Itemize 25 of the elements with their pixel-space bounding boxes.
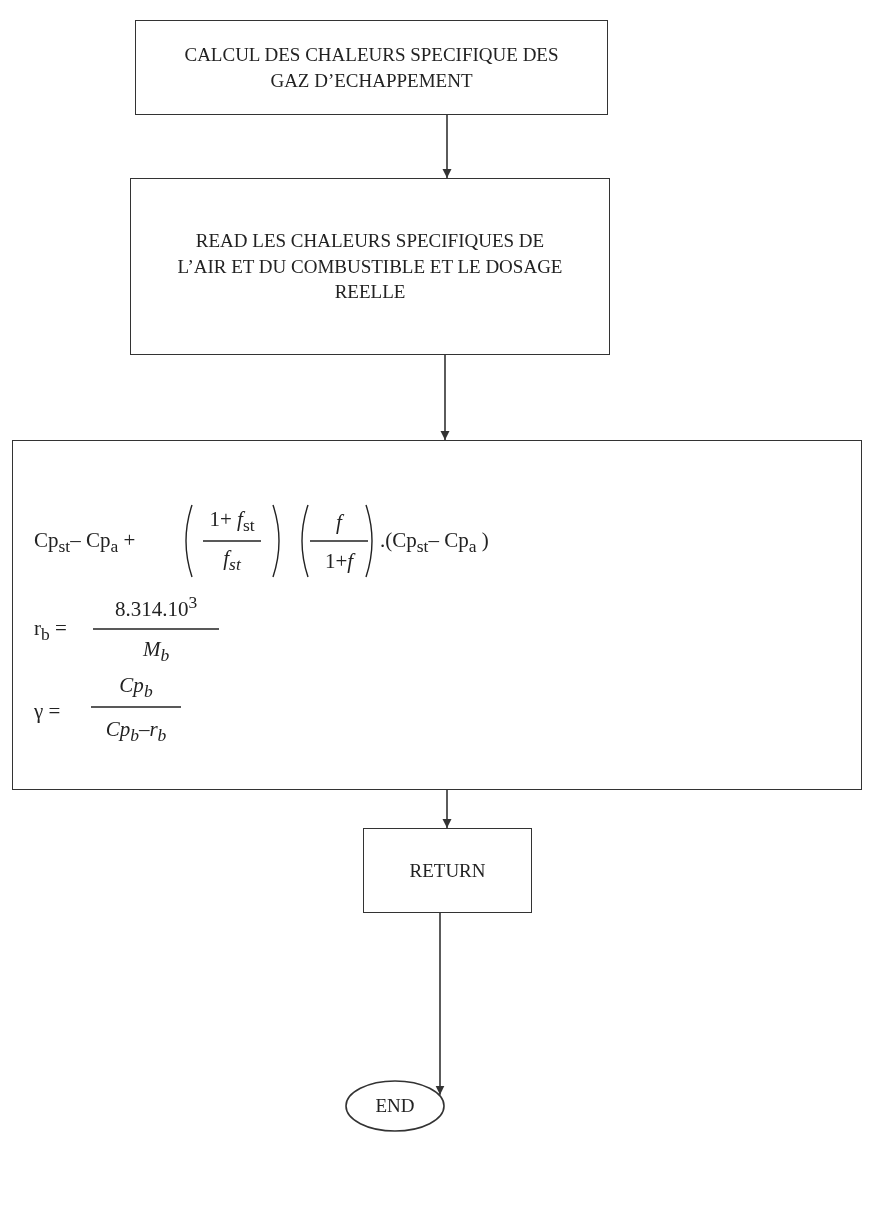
- formula-text: f: [336, 511, 342, 533]
- formula-text: r$_{b}$ =: [34, 618, 67, 644]
- formula-text: γ =: [34, 700, 61, 722]
- formula-text: f$_{st}$: [223, 548, 241, 574]
- formula-text: 8.314.10$^{3}$: [114, 594, 198, 620]
- box-label: RETURN: [409, 858, 486, 883]
- arrow: [442, 789, 452, 829]
- process-box: [135, 20, 608, 115]
- box-label: CALCUL DES CHALEURS SPECIFIQUE DES GAZ D’ECHAPPEMENT: [183, 42, 560, 93]
- formula-text: 1+f: [324, 550, 354, 572]
- terminator-ellipse: [345, 1080, 445, 1132]
- formula-text: .(Cp$_{st}$– Cp$_{a}$ ): [380, 530, 489, 556]
- arrow: [440, 354, 450, 441]
- box-label: READ LES CHALEURS SPECIFIQUES DE L’AIR ET DU COMBUSTIBLE ET LE DOSAGE REELLE: [176, 229, 564, 305]
- formula-text: Cp$_{st}$– Cp$_{a}$ +: [34, 530, 136, 556]
- process-box: [130, 178, 610, 355]
- formula-box: [12, 440, 862, 790]
- formula-text: M$_{b}$: [142, 639, 170, 665]
- arrow: [442, 114, 452, 179]
- process-box: [363, 828, 532, 913]
- formula-text: 1+ f$_{st}$: [209, 509, 255, 535]
- box-label: END: [375, 1094, 415, 1119]
- formula-text: Cp$_{b}$–r$_{b}$: [105, 719, 167, 745]
- arrow: [435, 912, 445, 1096]
- formula-text: Cp$_{b}$: [119, 675, 153, 701]
